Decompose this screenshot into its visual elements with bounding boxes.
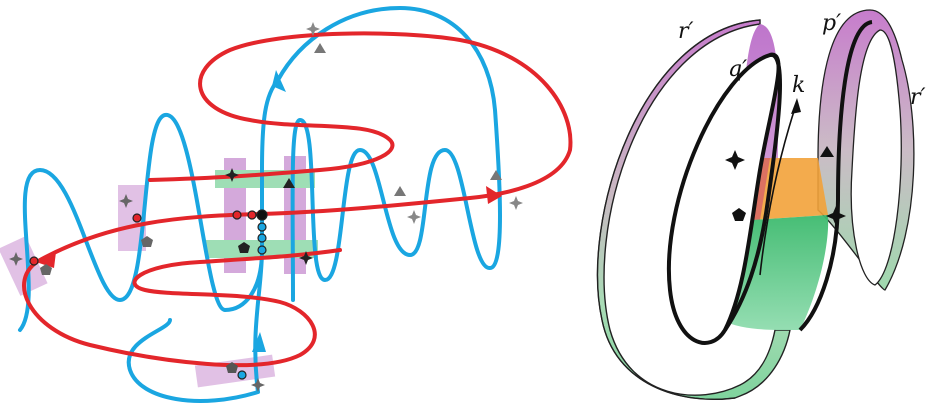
intersection-point <box>258 246 266 254</box>
label-k: k <box>792 73 805 98</box>
intersection-point <box>258 223 266 231</box>
intersection-point <box>233 211 241 219</box>
intersection-point <box>257 210 267 220</box>
triangle-marker-icon <box>314 43 326 53</box>
label-p-prime: p′ <box>822 11 841 36</box>
intersection-point <box>30 257 38 265</box>
left-figure <box>0 8 570 401</box>
triangle-marker-icon <box>394 186 406 196</box>
star-marker-icon <box>251 378 265 392</box>
intersection-point <box>248 211 256 219</box>
star-marker-icon <box>407 210 421 224</box>
intersection-point <box>133 214 141 222</box>
label-q-prime: q′ <box>728 57 747 82</box>
label-r-prime-right: r′ <box>910 85 926 110</box>
arrow-icon <box>791 98 801 114</box>
shape-markers <box>9 22 523 392</box>
label-r-prime-top: r′ <box>678 19 694 44</box>
intersection-point <box>258 234 266 242</box>
star-marker-icon <box>509 196 523 210</box>
intersection-point <box>238 371 246 379</box>
right-figure: r′ q′ k p′ r′ <box>598 10 926 399</box>
